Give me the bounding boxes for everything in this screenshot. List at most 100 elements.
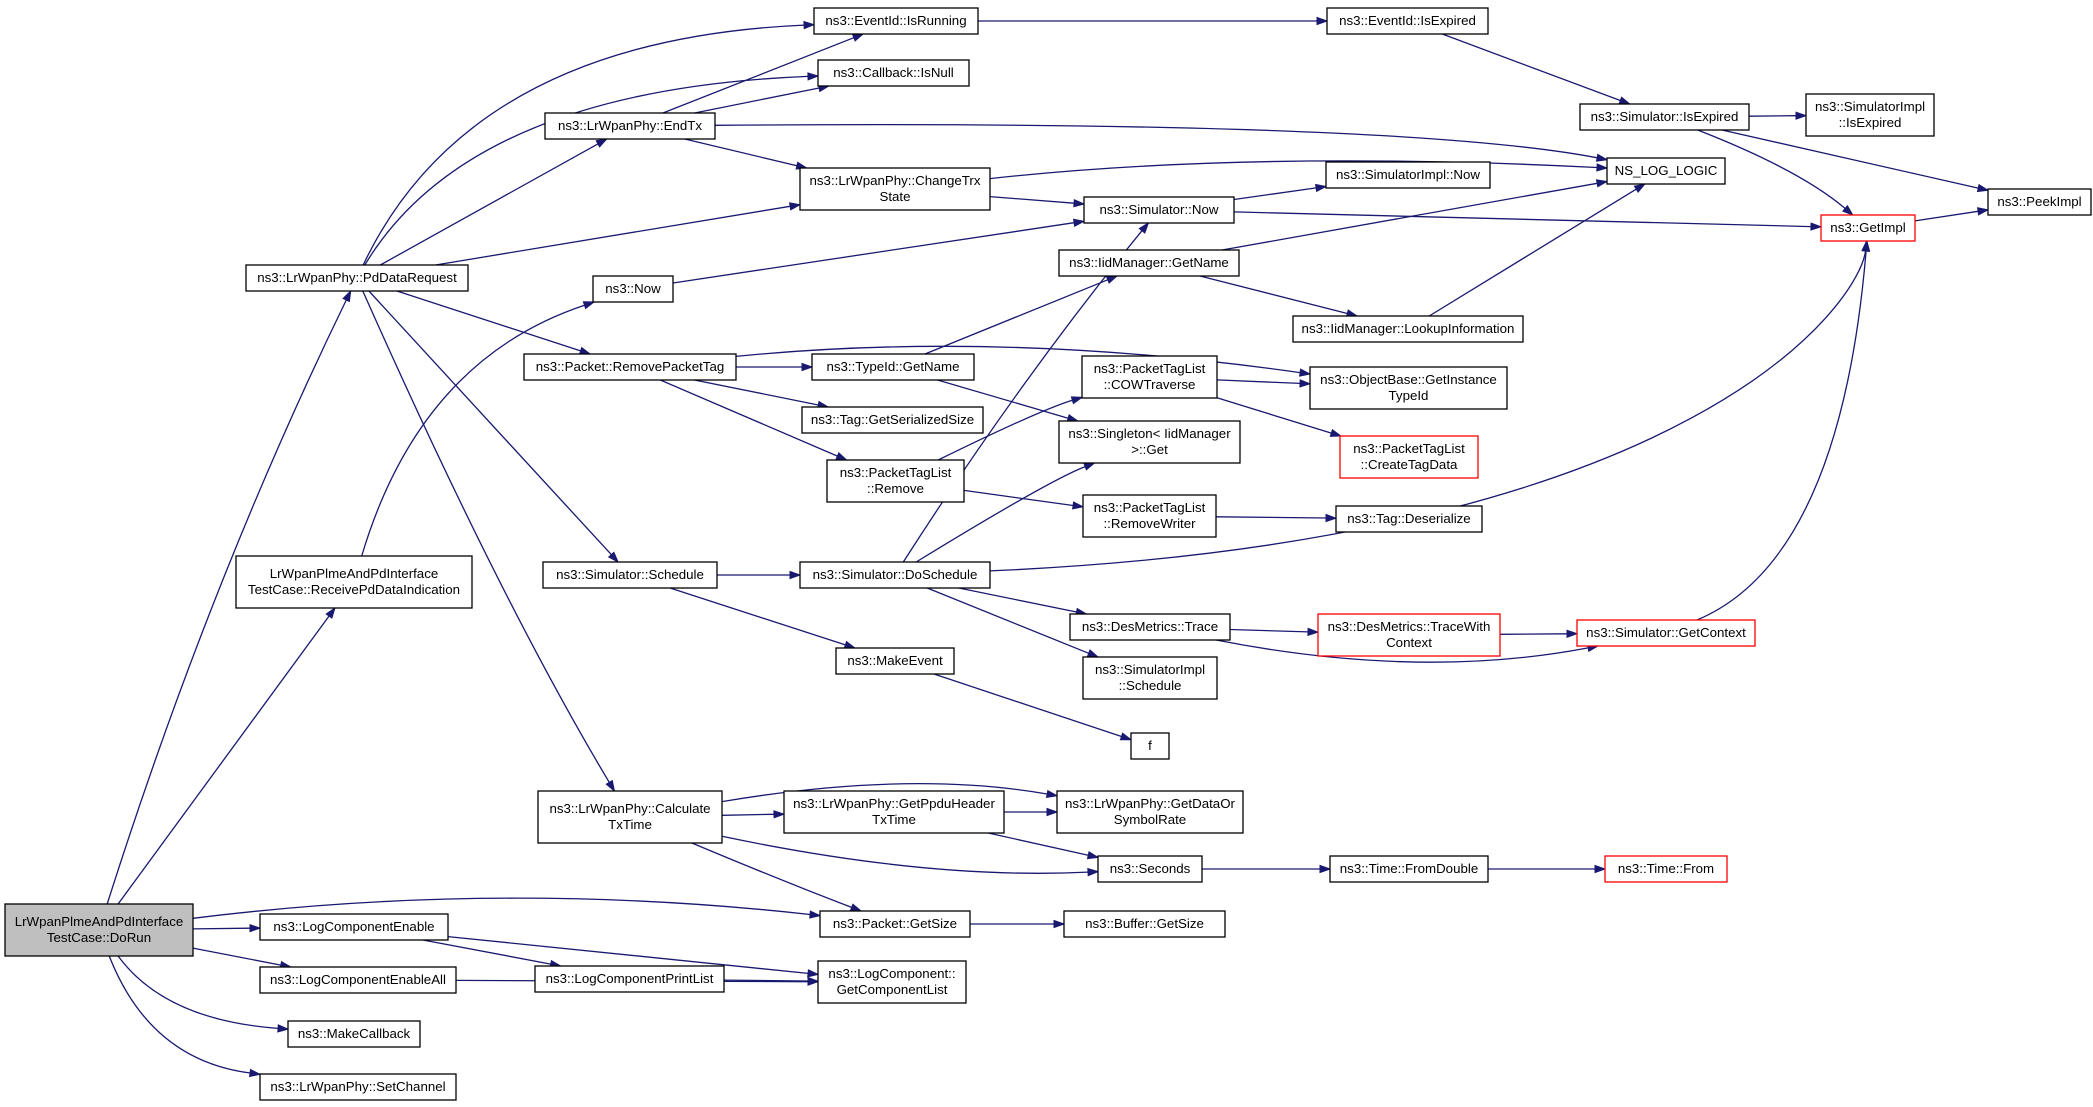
node-simimplnow[interactable]: ns3::SimulatorImpl::Now [1325, 161, 1491, 189]
node-endtx[interactable]: ns3::LrWpanPhy::EndTx [544, 112, 716, 140]
node-label: ns3::Simulator::GetContext [1586, 625, 1746, 640]
node-f[interactable]: f [1130, 732, 1170, 760]
node-removepackettag[interactable]: ns3::Packet::RemovePacketTag [523, 353, 737, 381]
node-box [819, 910, 971, 938]
edge-pddatareq-to-changetrx [435, 202, 802, 266]
node-simgetcontext[interactable]: ns3::Simulator::GetContext [1576, 619, 1756, 647]
arrowhead-icon [1307, 627, 1320, 637]
arrowhead-icon [1861, 239, 1871, 252]
node-simimplisexpired[interactable]: ns3::SimulatorImpl::IsExpired [1805, 93, 1935, 137]
node-label: TxTime [872, 812, 916, 827]
node-simimplschedule[interactable]: ns3::SimulatorImpl::Schedule [1082, 656, 1218, 700]
node-schedule[interactable]: ns3::Simulator::Schedule [542, 561, 718, 589]
node-recvind[interactable]: LrWpanPlmeAndPdInterfaceTestCase::Receiv… [235, 555, 473, 609]
edge-line [447, 935, 809, 975]
node-pddatareq[interactable]: ns3::LrWpanPhy::PdDataRequest [245, 264, 469, 292]
arrowhead-icon [325, 606, 336, 619]
node-logprintlist[interactable]: ns3::LogComponentPrintList [534, 965, 725, 993]
node-label: ns3::MakeCallback [298, 1026, 411, 1041]
node-box [4, 903, 194, 957]
node-cowtraverse[interactable]: ns3::PacketTagList::COWTraverse [1081, 355, 1218, 399]
edge-simisexpired-to-simimplisexpired [1748, 111, 1808, 120]
node-simisexpired[interactable]: ns3::Simulator::IsExpired [1579, 103, 1750, 131]
node-nsloglogic[interactable]: NS_LOG_LOGIC [1606, 157, 1726, 185]
node-label: ns3::SimulatorImpl [1815, 99, 1925, 114]
node-label: ns3::LrWpanPhy::Calculate [549, 801, 710, 816]
edge-pddatareq-to-removepackettag [396, 290, 592, 355]
node-buffergetsize[interactable]: ns3::Buffer::GetSize [1063, 910, 1226, 938]
node-logcompenable[interactable]: ns3::LogComponentEnable [259, 913, 449, 941]
arrowhead-icon [1119, 732, 1133, 741]
node-label: ::RemoveWriter [1103, 516, 1196, 531]
edge-root-to-recvind [117, 606, 336, 905]
edge-pddatareq-to-endtx [379, 138, 609, 266]
node-makecallback[interactable]: ns3::MakeCallback [287, 1020, 421, 1048]
edge-pddatareq-to-isnull [364, 72, 820, 266]
node-getsize[interactable]: ns3::Packet::GetSize [819, 910, 971, 938]
node-iidgetname[interactable]: ns3::IidManager::GetName [1058, 249, 1240, 277]
node-label: ns3::LrWpanPhy::SetChannel [270, 1079, 445, 1094]
node-createtagdata[interactable]: ns3::PacketTagList::CreateTagData [1339, 435, 1479, 479]
node-getimpl[interactable]: ns3::GetImpl [1820, 214, 1916, 242]
arrowhead-icon [807, 969, 820, 978]
node-setchannel[interactable]: ns3::LrWpanPhy::SetChannel [259, 1073, 457, 1101]
node-label: ns3::PacketTagList [1094, 361, 1206, 376]
arrowhead-icon [1842, 204, 1854, 216]
node-isexpired[interactable]: ns3::EventId::IsExpired [1326, 7, 1489, 35]
edge-line [108, 955, 251, 1074]
node-doschedule[interactable]: ns3::Simulator::DoSchedule [799, 561, 991, 589]
arrowhead-icon [851, 33, 865, 42]
node-simnow[interactable]: ns3::Simulator::Now [1083, 196, 1235, 224]
node-label: TxTime [608, 817, 652, 832]
edge-root-to-makecallback [117, 955, 290, 1033]
node-box [799, 561, 991, 589]
node-getserialized[interactable]: ns3::Tag::GetSerializedSize [801, 406, 984, 434]
node-fromdouble[interactable]: ns3::Time::FromDouble [1329, 855, 1489, 883]
node-isrunning[interactable]: ns3::EventId::IsRunning [813, 7, 979, 35]
node-ptlremove[interactable]: ns3::PacketTagList::Remove [826, 459, 965, 503]
edge-line [1216, 639, 1589, 663]
node-box [811, 353, 975, 381]
edge-line [721, 813, 775, 816]
node-label: >::Get [1131, 442, 1168, 457]
node-timefrom[interactable]: ns3::Time::From [1604, 855, 1728, 883]
edge-line [691, 842, 852, 909]
node-getcomplist[interactable]: ns3::LogComponent::GetComponentList [817, 960, 967, 1004]
edge-line [672, 222, 1075, 284]
node-label: ns3::LrWpanPhy::ChangeTrx [810, 173, 981, 188]
node-typeidgetname[interactable]: ns3::TypeId::GetName [811, 353, 975, 381]
node-box [1056, 790, 1244, 834]
arrowhead-icon [1595, 179, 1609, 188]
node-logcompenableall[interactable]: ns3::LogComponentEnableAll [259, 966, 457, 994]
node-singleton[interactable]: ns3::Singleton< IidManager>::Get [1058, 420, 1241, 464]
node-makeevent[interactable]: ns3::MakeEvent [835, 647, 955, 675]
node-tagdeserialize[interactable]: ns3::Tag::Deserialize [1335, 505, 1483, 533]
arrowhead-icon [1073, 199, 1086, 208]
node-removewriter[interactable]: ns3::PacketTagList::RemoveWriter [1082, 494, 1217, 538]
arrowhead-icon [249, 924, 262, 933]
node-label: ns3::LogComponentPrintList [546, 971, 714, 986]
node-now[interactable]: ns3::Now [592, 275, 674, 303]
node-label: ns3::LogComponentEnable [273, 919, 434, 934]
node-peekimpl[interactable]: ns3::PeekImpl [1987, 188, 2092, 216]
node-box [1082, 656, 1218, 700]
node-box [1309, 366, 1508, 410]
node-box [544, 112, 716, 140]
node-label: LrWpanPlmeAndPdInterface [270, 566, 439, 581]
edge-calctxtime-to-seconds [721, 835, 1100, 877]
edge-root-to-setchannel [108, 955, 262, 1078]
node-isnull[interactable]: ns3::Callback::IsNull [817, 59, 970, 87]
node-seconds[interactable]: ns3::Seconds [1097, 855, 1203, 883]
arrowhead-icon [773, 810, 786, 819]
node-box [259, 1073, 457, 1101]
node-desmetricstrace[interactable]: ns3::DesMetrics::Trace [1069, 613, 1231, 641]
node-lookupinfo[interactable]: ns3::IidManager::LookupInformation [1292, 315, 1524, 343]
